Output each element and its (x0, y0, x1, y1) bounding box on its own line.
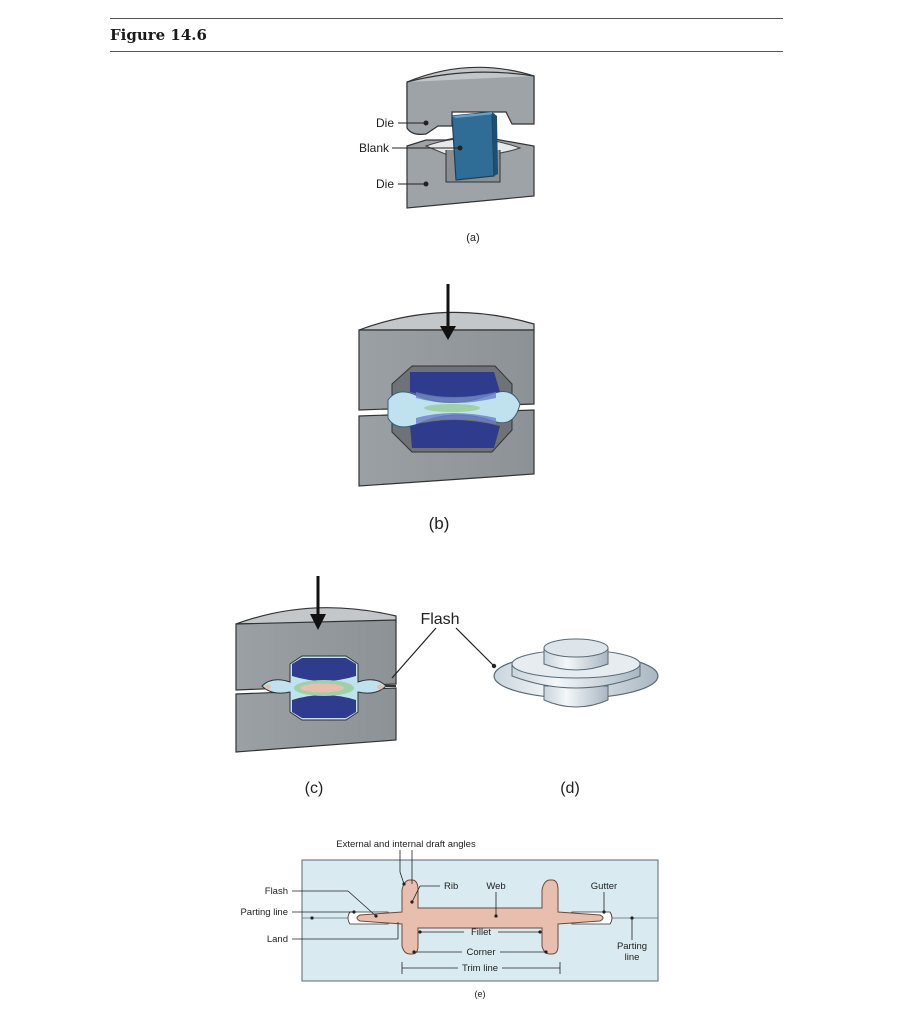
label-trim-line: Trim line (462, 963, 498, 974)
figure-title: Figure 14.6 (110, 26, 207, 44)
caption-b: (b) (429, 514, 450, 533)
panel-e: External and internal draft angles Flash… (240, 839, 659, 999)
top-rule (110, 18, 783, 19)
label-rib: Rib (444, 881, 458, 892)
panel-b: (b) (358, 284, 535, 533)
leaders-a (392, 120, 463, 187)
panel-a: Die Blank Die (a) (359, 66, 535, 244)
leaders-e (292, 850, 633, 974)
label-die-top: Die (376, 116, 394, 130)
top-die-a (406, 66, 535, 135)
label-parting-right-1: Parting (617, 941, 647, 952)
header-rule (110, 51, 783, 52)
label-flash: Flash (420, 611, 459, 628)
label-draft-angles: External and internal draft angles (336, 839, 476, 850)
caption-a: (a) (466, 232, 479, 244)
caption-c: (c) (305, 780, 324, 797)
label-corner: Corner (466, 947, 495, 958)
caption-e: (e) (475, 989, 486, 999)
label-parting-right-2: line (625, 952, 640, 963)
workpiece-c (261, 655, 396, 721)
panel-d: (d) (493, 638, 659, 797)
label-blank: Blank (359, 141, 390, 155)
panel-c: Flash (c) (235, 576, 497, 797)
label-land: Land (267, 934, 288, 945)
flash-leader-d (455, 627, 495, 667)
label-fillet: Fillet (471, 927, 491, 938)
label-web: Web (486, 881, 505, 892)
blank-workpiece (451, 111, 498, 181)
label-die-bottom: Die (376, 177, 394, 191)
flash-leader-c (391, 627, 437, 679)
leader-dots-e (310, 882, 634, 954)
label-parting-line-left: Parting line (240, 907, 288, 918)
workpiece-b (387, 372, 521, 448)
label-gutter: Gutter (591, 881, 617, 892)
caption-d: (d) (560, 780, 580, 797)
label-flash-e: Flash (265, 886, 288, 897)
